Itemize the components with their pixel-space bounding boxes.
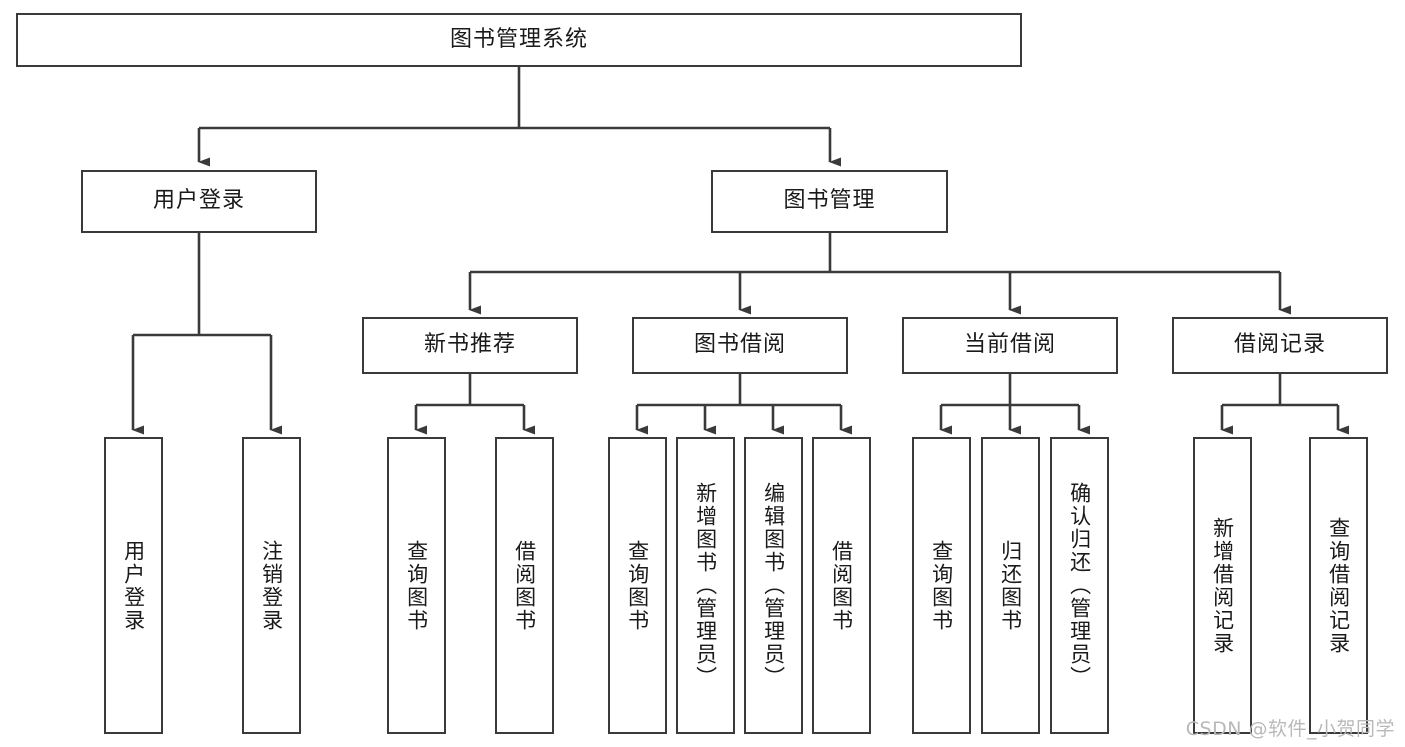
node-user-login[interactable]: 用户登录 [81,170,317,233]
node-book-management[interactable]: 图书管理 [711,170,948,233]
leaf-user-login-signin[interactable]: 用户登录 [104,437,163,734]
leaf-current-confirm-return-admin[interactable]: 确认归还（管理员） [1050,437,1109,734]
leaf-user-login-signout[interactable]: 注销登录 [242,437,301,734]
csdn-watermark: CSDN @软件_小贺同学 [1185,718,1395,740]
node-new-book-recommend[interactable]: 新书推荐 [362,317,578,374]
node-label: 查询图书 [404,539,429,632]
node-root-book-management-system[interactable]: 图书管理系统 [16,13,1022,67]
node-label: 当前借阅 [963,332,1056,358]
leaf-new-book-borrow-book[interactable]: 借阅图书 [495,437,554,734]
leaf-record-query-record[interactable]: 查询借阅记录 [1309,437,1368,734]
node-label: 编辑图书（管理员） [761,482,786,689]
node-label: 新增借阅记录 [1210,516,1235,655]
node-label: 图书管理系统 [449,26,588,52]
node-label: 查询图书 [929,539,954,632]
node-borrow-record[interactable]: 借阅记录 [1172,317,1388,374]
leaf-borrow-borrow-book[interactable]: 借阅图书 [812,437,871,734]
leaf-new-book-query-book[interactable]: 查询图书 [387,437,446,734]
node-label: 借阅图书 [512,539,537,632]
node-book-borrow[interactable]: 图书借阅 [632,317,848,374]
node-label: 归还图书 [998,539,1023,632]
node-label: 用户登录 [121,539,146,632]
node-label: 借阅图书 [829,539,854,632]
node-label: 注销登录 [259,539,284,632]
leaf-current-return-book[interactable]: 归还图书 [981,437,1040,734]
node-label: 新书推荐 [423,332,516,358]
node-label: 查询借阅记录 [1326,516,1351,655]
node-current-borrow[interactable]: 当前借阅 [902,317,1118,374]
node-label: 图书借阅 [693,332,786,358]
node-label: 借阅记录 [1233,332,1326,358]
leaf-borrow-add-book-admin[interactable]: 新增图书（管理员） [676,437,735,734]
node-label: 新增图书（管理员） [693,482,718,689]
leaf-current-query-book[interactable]: 查询图书 [912,437,971,734]
node-label: 用户登录 [152,188,245,214]
node-label: 图书管理 [783,188,876,214]
node-label: 查询图书 [625,539,650,632]
leaf-borrow-edit-book-admin[interactable]: 编辑图书（管理员） [744,437,803,734]
leaf-record-add-record[interactable]: 新增借阅记录 [1193,437,1252,734]
node-label: 确认归还（管理员） [1067,482,1092,689]
leaf-borrow-query-book[interactable]: 查询图书 [608,437,667,734]
